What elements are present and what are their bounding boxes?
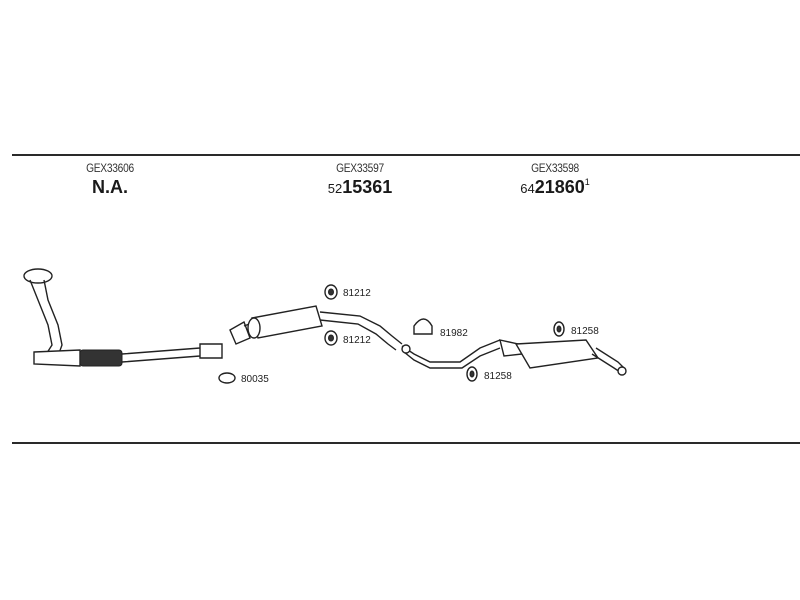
part-label-gasket: 80035 xyxy=(241,374,269,385)
part-label-clamp: 81982 xyxy=(440,328,468,339)
top-divider xyxy=(12,154,800,156)
rear-silencer xyxy=(401,339,627,376)
group-number: 5215361 xyxy=(327,177,393,197)
group-code: GEX33598 xyxy=(531,161,579,175)
part-label-mount-upper: 81258 xyxy=(571,326,599,337)
group-number: 64218601 xyxy=(520,177,590,197)
part-label-rubber-top: 81212 xyxy=(343,288,371,299)
part-label-mount-lower: 81258 xyxy=(484,371,512,382)
front-pipe xyxy=(23,268,223,367)
clamp-part: 81982 xyxy=(413,318,468,339)
part-label-rubber-bottom: 81212 xyxy=(343,335,371,346)
group-front-pipe: GEX33606 N.A. xyxy=(70,161,150,198)
group-number: N.A. xyxy=(92,177,128,197)
mount-lower: 81258 xyxy=(466,366,512,382)
mount-upper: 81258 xyxy=(553,321,599,337)
rubber-mount-top: 81212 xyxy=(324,284,371,300)
group-rear-silencer: GEX33598 64218601 xyxy=(500,161,610,198)
group-middle-silencer: GEX33597 5215361 xyxy=(310,161,410,198)
bottom-divider xyxy=(12,442,800,444)
group-code: GEX33597 xyxy=(336,161,384,175)
gasket-part: 80035 xyxy=(218,372,269,385)
rubber-mount-bottom: 81212 xyxy=(324,330,371,346)
group-code: GEX33606 xyxy=(86,161,134,175)
middle-silencer xyxy=(229,305,403,351)
